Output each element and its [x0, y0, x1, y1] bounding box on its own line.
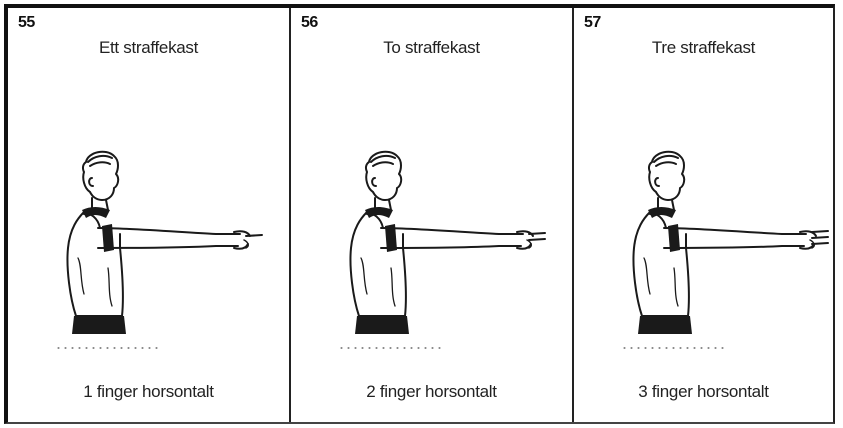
signal-panel-55: 55 Ett straffekast 1 finger horsontalt — [8, 8, 291, 422]
head — [83, 152, 118, 200]
signal-panel-56: 56 To straffekast 2 finger horsontalt — [291, 8, 574, 422]
referee-figure — [614, 148, 843, 353]
signal-number: 55 — [18, 14, 35, 32]
signal-title: Tre straffekast — [574, 38, 833, 58]
signal-frame: 55 Ett straffekast 1 finger horsontalt 5… — [4, 4, 835, 424]
referee-figure — [331, 148, 561, 353]
collar — [648, 207, 676, 218]
shirt-fold — [361, 258, 395, 306]
referee-figure — [48, 148, 278, 353]
signal-caption: 3 finger horsontalt — [574, 382, 833, 402]
extended-finger — [812, 231, 828, 232]
hair — [371, 156, 395, 166]
signal-number: 56 — [301, 14, 318, 32]
ear — [655, 178, 659, 186]
extended-finger — [812, 237, 828, 238]
shirt-fold — [644, 258, 678, 306]
arm-band — [102, 224, 114, 252]
signal-title: Ett straffekast — [8, 38, 289, 58]
signal-caption: 2 finger horsontalt — [291, 382, 572, 402]
belt — [355, 316, 409, 334]
extended-finger — [529, 233, 545, 234]
signal-number: 57 — [584, 14, 601, 32]
arm-band — [668, 224, 680, 252]
collar — [82, 207, 110, 218]
extended-finger — [529, 239, 545, 240]
hair — [88, 156, 112, 166]
belt — [638, 316, 692, 334]
ear — [89, 178, 93, 186]
arm-band — [385, 224, 397, 252]
collar — [365, 207, 393, 218]
signal-panel-57: 57 Tre straffekast 3 finger horsontalt — [574, 8, 833, 422]
belt — [72, 316, 126, 334]
signal-caption: 1 finger horsontalt — [8, 382, 289, 402]
head — [649, 152, 684, 200]
extended-finger — [246, 235, 262, 236]
hair — [654, 156, 678, 166]
ear — [372, 178, 376, 186]
shirt-fold — [78, 258, 112, 306]
head — [366, 152, 401, 200]
signal-title: To straffekast — [291, 38, 572, 58]
